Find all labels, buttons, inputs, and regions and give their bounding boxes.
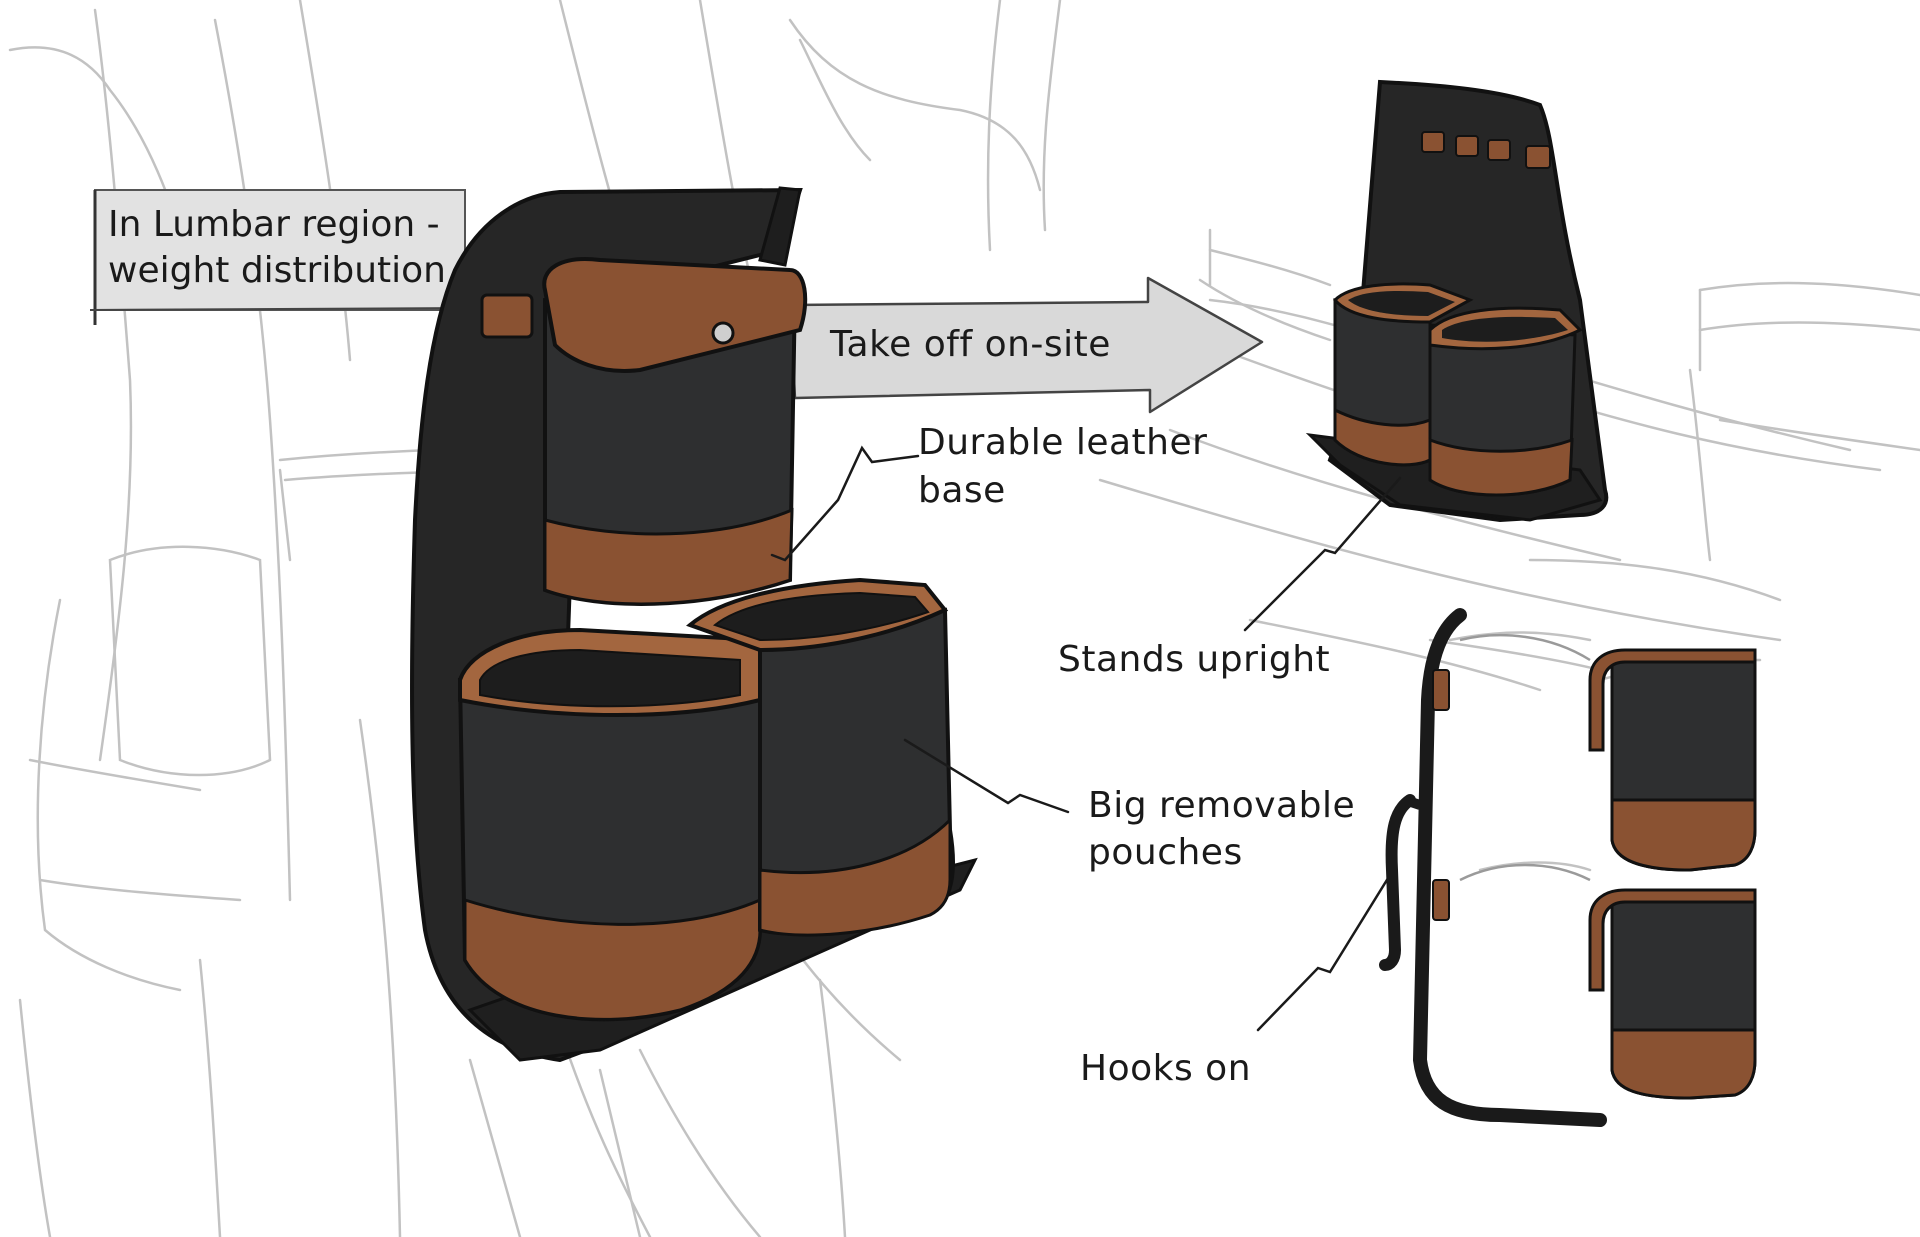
leather-label-line1: Durable leather	[918, 422, 1208, 463]
take-off-arrow	[788, 276, 1264, 414]
pouch-snap-button	[711, 321, 735, 345]
leader-stands	[1243, 476, 1402, 632]
take-off-label: Take off on-site	[830, 324, 1111, 365]
main-leather-tab	[480, 293, 534, 339]
lumbar-label-line1: In Lumbar region -	[108, 204, 440, 245]
callout-leader-lines	[770, 445, 1402, 1032]
hooks-label: Hooks on	[1080, 1048, 1252, 1089]
lumbar-callout-box	[89, 189, 471, 325]
main-bottom-right-pouch	[686, 577, 955, 937]
pouches-label-line1: Big removable	[1088, 785, 1356, 826]
leather-label-line2: base	[918, 470, 1006, 511]
leader-pouches	[903, 738, 1070, 814]
leader-hooks	[1256, 873, 1392, 1032]
stands-label: Stands upright	[1058, 639, 1331, 680]
leader-leather	[770, 445, 920, 562]
lumbar-label-line2: weight distribution	[108, 250, 446, 291]
main-pack-illustration	[410, 186, 978, 1063]
background-sketch-lines	[8, 0, 1920, 1237]
upright-pack-illustration	[1305, 79, 1609, 523]
main-bottom-left-pouch	[457, 627, 762, 1022]
side-profile-illustration	[1379, 608, 1757, 1127]
main-top-pouch	[542, 257, 808, 606]
pouches-label-line2: pouches	[1088, 832, 1243, 873]
